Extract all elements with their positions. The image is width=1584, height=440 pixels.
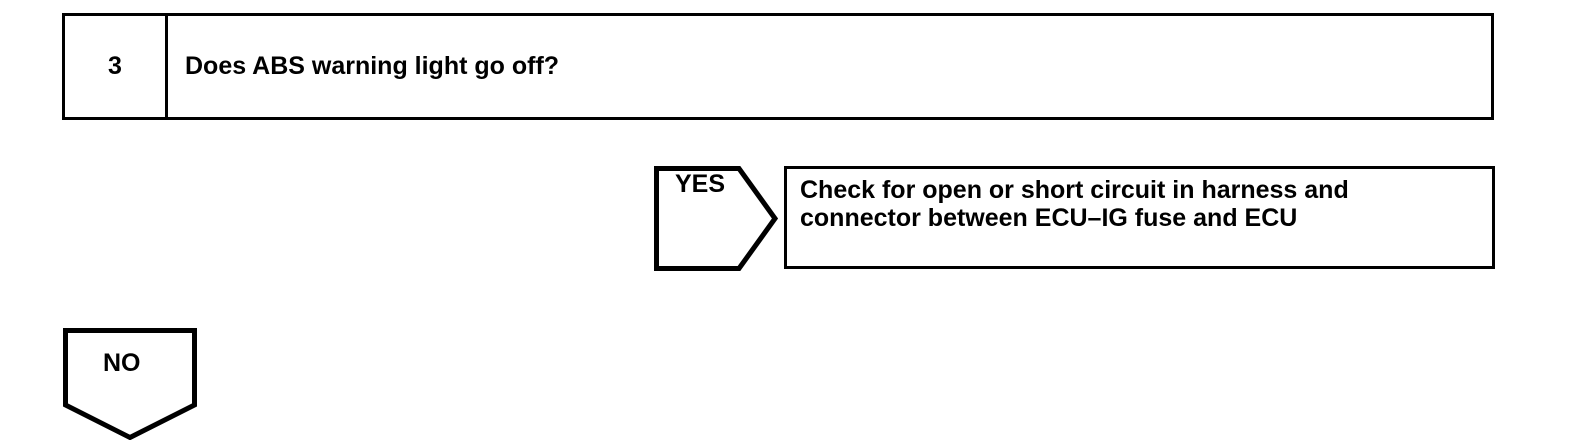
step-number-cell: 3 xyxy=(65,16,168,117)
pentagon-down-icon xyxy=(63,328,197,440)
step-question: Does ABS warning light go off? xyxy=(185,52,560,81)
step-row: 3 Does ABS warning light go off? xyxy=(62,13,1494,120)
no-branch-label: NO xyxy=(103,349,141,377)
yes-result-box: Check for open or short circuit in harne… xyxy=(784,166,1495,269)
step-number: 3 xyxy=(108,52,122,80)
yes-result-text: Check for open or short circuit in harne… xyxy=(800,176,1486,233)
yes-branch-label: YES xyxy=(675,170,726,198)
yes-result-line-1: Check for open or short circuit in harne… xyxy=(800,176,1349,204)
no-branch-arrow xyxy=(63,328,197,440)
yes-branch-arrow xyxy=(654,166,778,271)
chevron-right-icon xyxy=(654,166,778,271)
yes-result-line-2: connector between ECU–IG fuse and ECU xyxy=(800,204,1298,233)
step-question-cell: Does ABS warning light go off? xyxy=(171,16,1491,117)
